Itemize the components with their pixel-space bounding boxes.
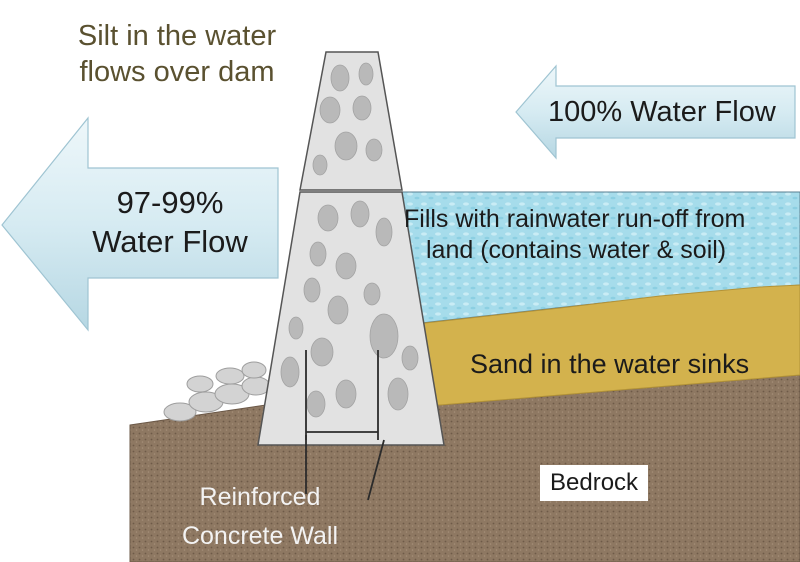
concrete-wall-label: Reinforced Concrete Wall [170,478,350,556]
concrete-wall-label-line2: Concrete Wall [181,521,339,550]
bedrock-label: Bedrock [540,465,649,501]
outflow-arrow [1,116,279,332]
rebar-lines [305,350,385,501]
silt-label-line1: Silt in the water [77,20,277,52]
outflow-label: 97-99% Water Flow [70,184,270,262]
outflow-label-line1: 97-99% [116,185,224,220]
reservoir-label: Fills with rainwater run-off from land (… [404,204,800,267]
silt-label-line2: flows over dam [79,56,275,89]
concrete-wall-label-line1: Reinforced [199,483,321,511]
silt-label: Silt in the water flows over dam [52,18,302,91]
outflow-label-line2: Water Flow [92,223,248,259]
downstream-rubble [163,361,271,422]
sand-label: Sand in the water sinks [470,349,750,379]
inflow-arrow [515,64,796,160]
reservoir-label-line2: land (contains water & soil) [426,236,727,265]
concrete-aggregate [280,62,419,418]
inflow-label: 100% Water Flow [548,96,776,128]
reservoir-label-line1: Fills with rainwater run-off from [404,205,746,233]
